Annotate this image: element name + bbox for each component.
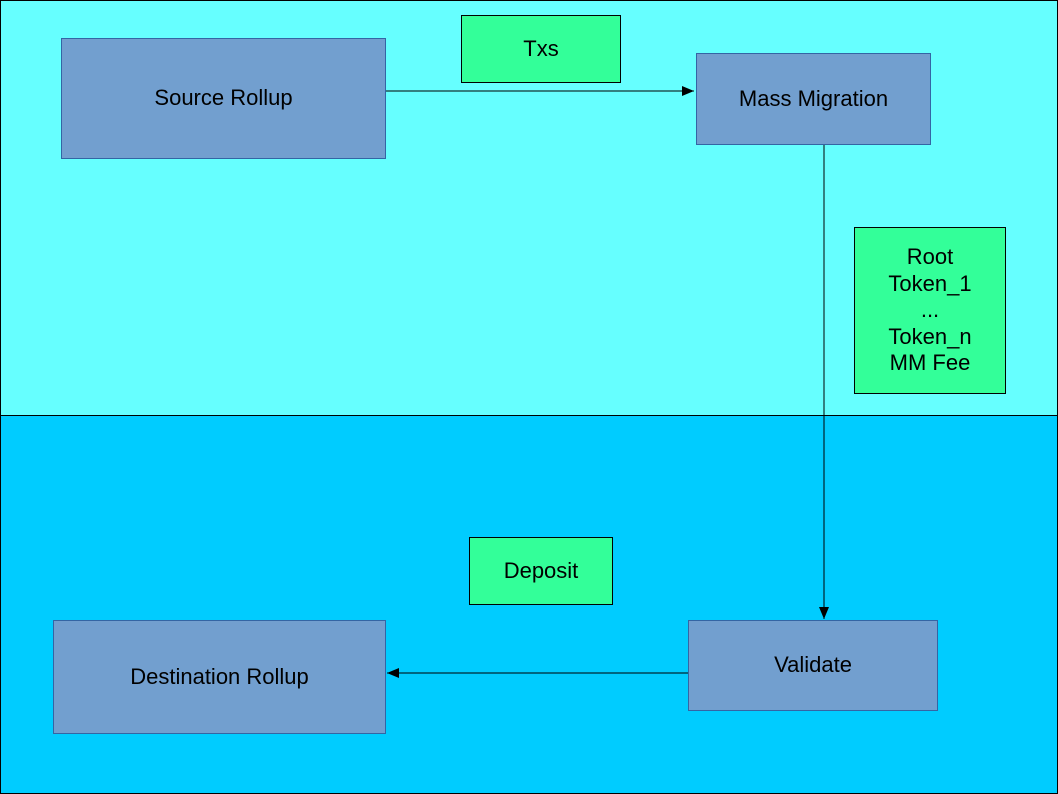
payload-label-box: Root Token_1 ... Token_n MM Fee	[854, 227, 1006, 394]
mass-migration-node[interactable]: Mass Migration	[696, 53, 931, 145]
deposit-label: Deposit	[503, 557, 579, 583]
txs-label-box: Txs	[461, 15, 621, 83]
payload-line-token-1: Token_1	[888, 270, 972, 296]
destination-rollup-node[interactable]: Destination Rollup	[53, 620, 386, 734]
validate-node[interactable]: Validate	[688, 620, 938, 711]
txs-label: Txs	[523, 35, 559, 61]
payload-line-mm-fee: MM Fee	[889, 350, 971, 376]
validate-label: Validate	[774, 652, 852, 678]
payload-line-ellipsis: ...	[920, 297, 940, 323]
deposit-label-box: Deposit	[469, 537, 613, 605]
payload-line-root: Root	[906, 244, 954, 270]
destination-rollup-label: Destination Rollup	[130, 663, 309, 689]
source-rollup-label: Source Rollup	[154, 85, 293, 111]
source-rollup-node[interactable]: Source Rollup	[61, 38, 386, 159]
payload-line-token-n: Token_n	[888, 323, 972, 349]
mass-migration-label: Mass Migration	[738, 85, 889, 111]
